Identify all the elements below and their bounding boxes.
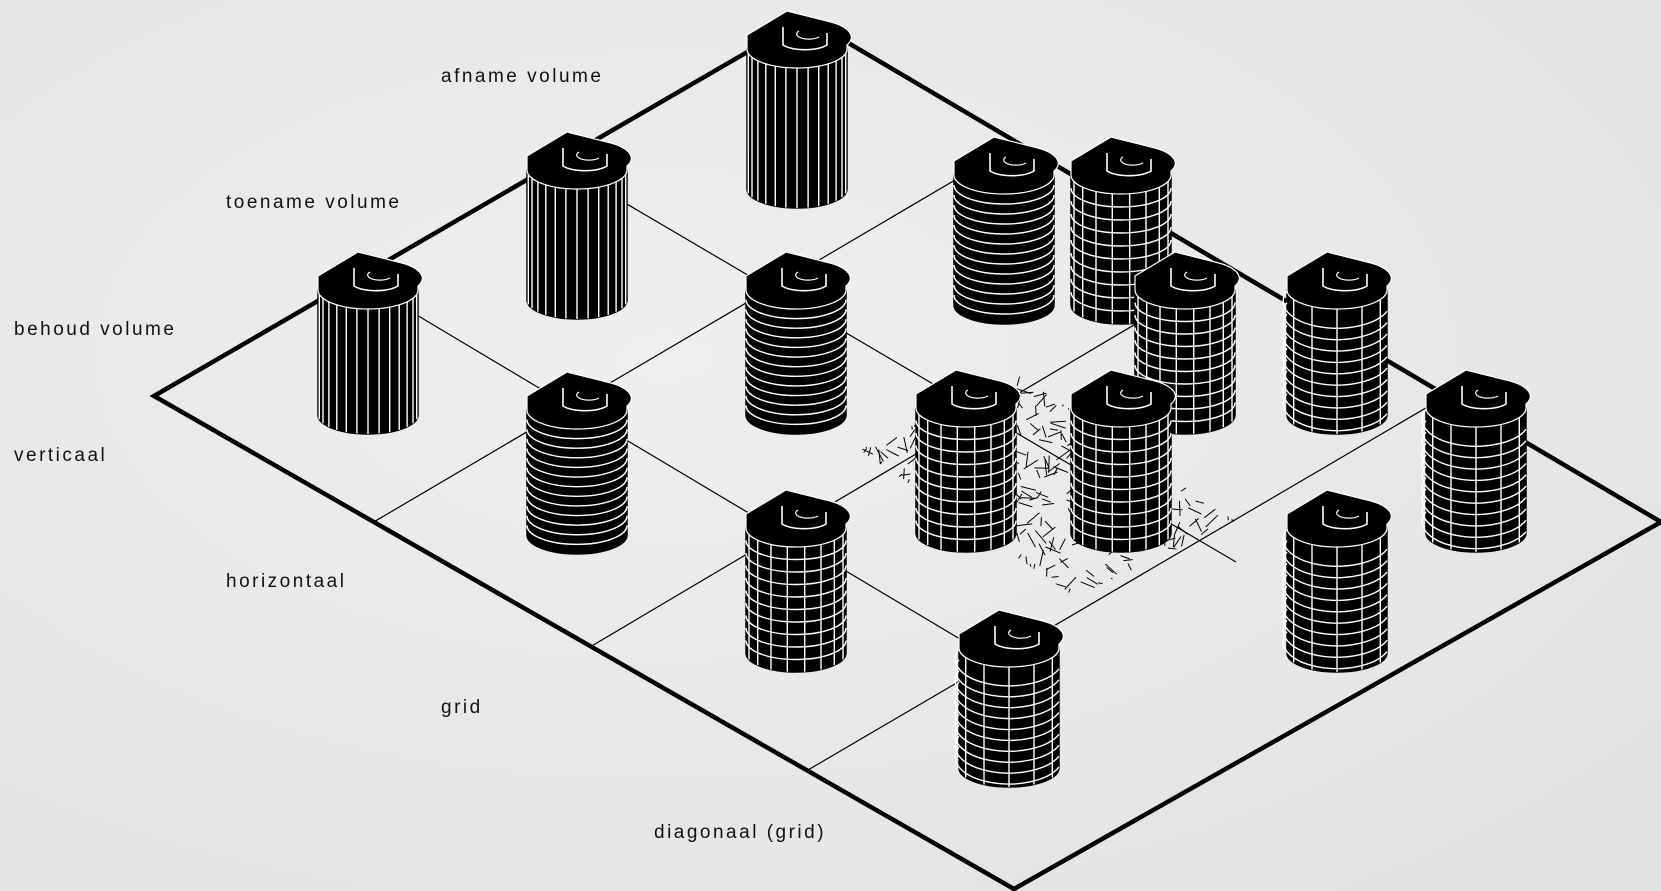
building-toename-diagonaal [1421,369,1531,553]
row-label-toename-volume: toename volume [226,192,402,213]
building-toename-horizontaal [745,251,851,435]
column-label-verticaal: verticaal [14,445,108,466]
building-toename-verticaal [526,131,632,320]
building-afname-verticaal [746,10,852,209]
building-behoud-grid-2 [1070,369,1176,553]
building-behoud-verticaal [317,251,423,435]
building-afname-diagonaal [1282,251,1392,435]
building-afname-horizontaal [953,136,1059,325]
buildings-group [317,10,1531,788]
grid-line [807,394,1449,771]
column-label-grid: grid [441,697,483,718]
building-toename-grid-2 [915,369,1021,553]
row-label-behoud-volume: behoud volume [14,319,177,340]
column-label-horizontaal: horizontaal [226,571,347,592]
building-behoud-grid [745,489,851,673]
row-label-afname-volume: afname volume [441,66,604,87]
grid-line [357,279,1023,677]
grid-line [589,273,1221,648]
building-toename-diagonaal-2 [1282,489,1392,673]
building-behoud-diagonaal [954,609,1064,788]
building-behoud-horizontaal [526,371,632,555]
column-label-diagonaal-grid: diagonaal (grid) [654,822,827,843]
grid-line [371,152,1002,524]
grid-lines [357,152,1449,771]
